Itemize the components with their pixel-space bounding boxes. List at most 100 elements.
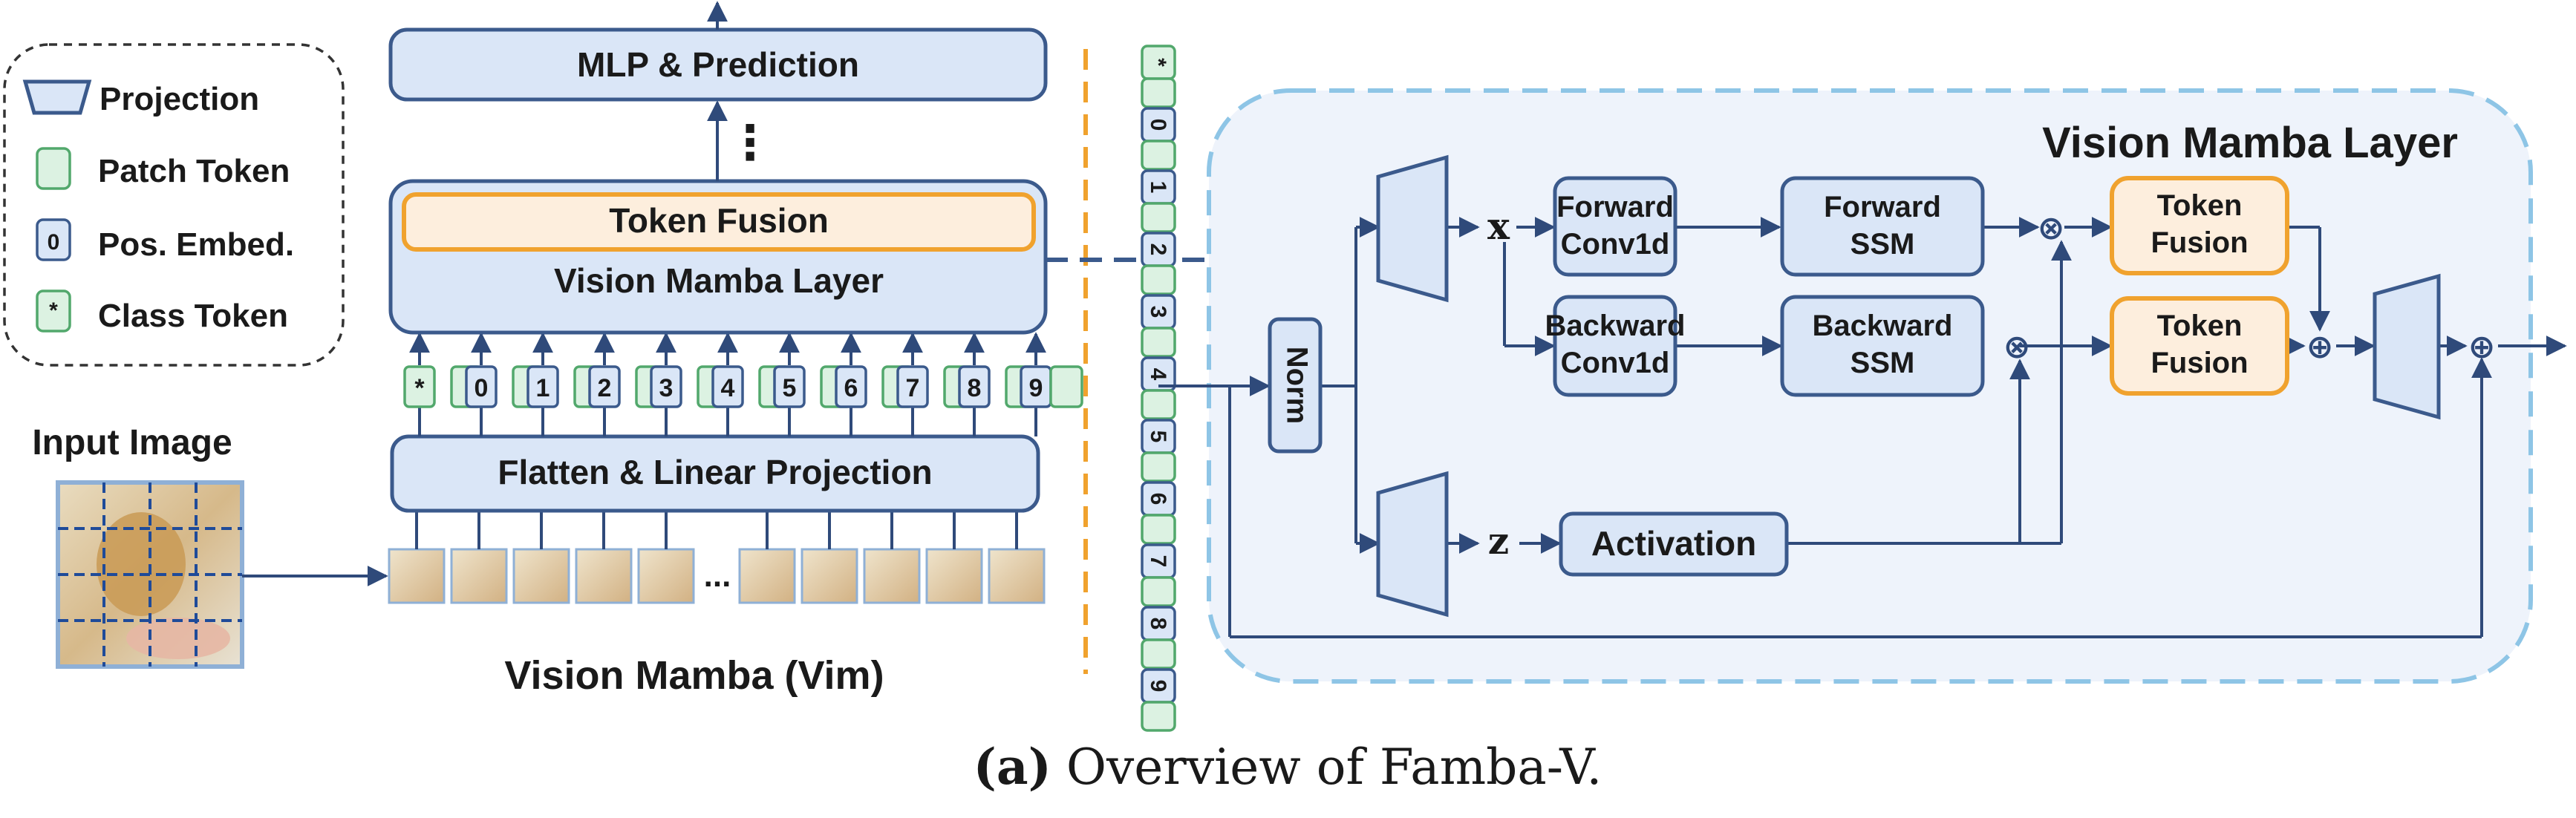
pos-embed-icon-glyph: 0 (48, 230, 60, 255)
backward-ssm-box (1780, 295, 1985, 397)
patch-tile (388, 548, 446, 604)
backward-ssm-label-line2: SSM (1851, 347, 1915, 379)
pos-embed-token (650, 365, 682, 408)
token-fusion-box (402, 192, 1036, 252)
token-row-label: 5 (783, 374, 797, 402)
class-token-icon (36, 289, 71, 333)
token-row-label: 1 (536, 374, 550, 402)
token-fusion-top-label-line1: Token (2157, 189, 2243, 222)
forward-conv1d-box (1553, 176, 1677, 277)
pos-embed-token (588, 365, 621, 408)
layer-detail-title: Vision Mamba Layer (2042, 119, 2458, 167)
token-column-label: 8 (1146, 618, 1170, 630)
legend-label-class-token: Class Token (98, 298, 288, 334)
token-fusion-label: Token Fusion (609, 201, 829, 240)
token-column-label: 5 (1146, 431, 1170, 443)
vim-caption: Vision Mamba (Vim) (504, 653, 884, 698)
token-fusion-bottom-label-line1: Token (2157, 310, 2243, 342)
token-row-label: 6 (844, 374, 858, 402)
token-row-label: 8 (968, 374, 982, 402)
figure-caption-text: Overview of Famba-V. (1066, 739, 1602, 796)
token-row-label: 7 (906, 374, 920, 402)
token-row-label: 0 (475, 374, 489, 402)
forward-conv1d-label-line2: Conv1d (1561, 228, 1670, 261)
flatten-to-tokens-lines (418, 407, 1037, 436)
z-projection-trapezoid-icon (1376, 471, 1449, 618)
stack-ellipsis: ⋮ (726, 116, 774, 169)
patch-tile (738, 548, 796, 604)
patch-token (1141, 389, 1176, 420)
backward-conv1d-box (1553, 295, 1677, 397)
patch-tile (450, 548, 508, 604)
flatten-linear-projection-label: Flatten & Linear Projection (498, 453, 932, 491)
class-token (403, 365, 436, 408)
token-column-label: 0 (1146, 119, 1170, 131)
patch-token (1141, 264, 1176, 295)
forward-ssm-label-line2: SSM (1851, 228, 1915, 261)
multiply-bottom-icon: ⊗ (2003, 329, 2031, 365)
pos-embed-token (526, 365, 559, 408)
layer-detail-panel: Vision Mamba Layer (1158, 88, 2567, 684)
projection-trapezoid-icon (22, 79, 92, 115)
norm-box (1268, 317, 1323, 454)
x-projection-trapezoid-icon (1376, 154, 1449, 303)
x-variable-label: x (1487, 204, 1510, 248)
token-row-label: * (414, 374, 425, 402)
token-column-label: 3 (1146, 306, 1170, 318)
patch-tile (800, 548, 858, 604)
pos-embed-icon (36, 218, 71, 261)
token-column-label: 1 (1146, 181, 1170, 194)
token-column-label: * (1146, 58, 1170, 67)
patch-tile (863, 548, 921, 604)
activation-box (1559, 511, 1789, 577)
input-image-block: Input Image (32, 423, 388, 669)
pos-embed-token (896, 365, 929, 408)
legend: Projection Patch Token 0 Pos. Embed. * C… (3, 43, 345, 367)
patch-token (1141, 576, 1176, 607)
input-image-hand-shape (126, 618, 230, 659)
detail-wires (1158, 217, 2567, 638)
class-token-icon-glyph: * (49, 298, 58, 323)
pos-embed-token (711, 365, 744, 408)
token-fusion-top-label-line2: Fusion (2151, 226, 2248, 259)
activation-label: Activation (1591, 524, 1756, 563)
token-fusion-top-box (2110, 176, 2289, 275)
patch-token-icon (36, 147, 71, 190)
token-fusion-bottom-label-line2: Fusion (2151, 347, 2248, 379)
multiply-top-icon: ⊗ (2038, 210, 2065, 246)
patch-token (1141, 514, 1176, 545)
patch-tile (925, 548, 983, 604)
pos-embed-token (958, 365, 991, 408)
pos-embed-token (465, 365, 498, 408)
mlp-prediction-label: MLP & Prediction (577, 45, 859, 84)
tokens-to-layer-arrows (409, 332, 1046, 365)
forward-ssm-label-line1: Forward (1824, 191, 1941, 223)
token-row-label: 3 (659, 374, 674, 402)
add-residual-icon: ⊕ (2468, 329, 2496, 365)
z-variable-label: z (1488, 519, 1509, 563)
vim-stack: ... Flatten & Linear Projection (388, 1, 1083, 698)
patch-token (1049, 365, 1083, 408)
forward-ssm-box (1780, 176, 1985, 277)
patch-to-flatten-arrows (415, 512, 1018, 549)
norm-label: Norm (1280, 347, 1313, 424)
patch-token (1141, 638, 1176, 670)
vision-mamba-layer-label: Vision Mamba Layer (554, 261, 884, 300)
patch-tile (988, 548, 1046, 604)
patch-token (1141, 701, 1176, 732)
input-image-grid (58, 482, 242, 667)
forward-conv1d-label-line1: Forward (1556, 191, 1674, 223)
legend-frame (3, 43, 345, 367)
legend-label-projection: Projection (100, 81, 259, 117)
patch-tile (512, 548, 570, 604)
token-column-label: 4 (1146, 368, 1170, 381)
token-fusion-bottom-box (2110, 296, 2289, 396)
input-image-dog-shape (97, 512, 186, 616)
token-column-label: 9 (1146, 680, 1170, 693)
add-fusion-icon: ⊕ (2306, 329, 2334, 365)
figure-caption-label: (a) (974, 738, 1051, 796)
token-column-label: 2 (1146, 243, 1170, 256)
backward-ssm-label-line1: Backward (1813, 310, 1953, 342)
